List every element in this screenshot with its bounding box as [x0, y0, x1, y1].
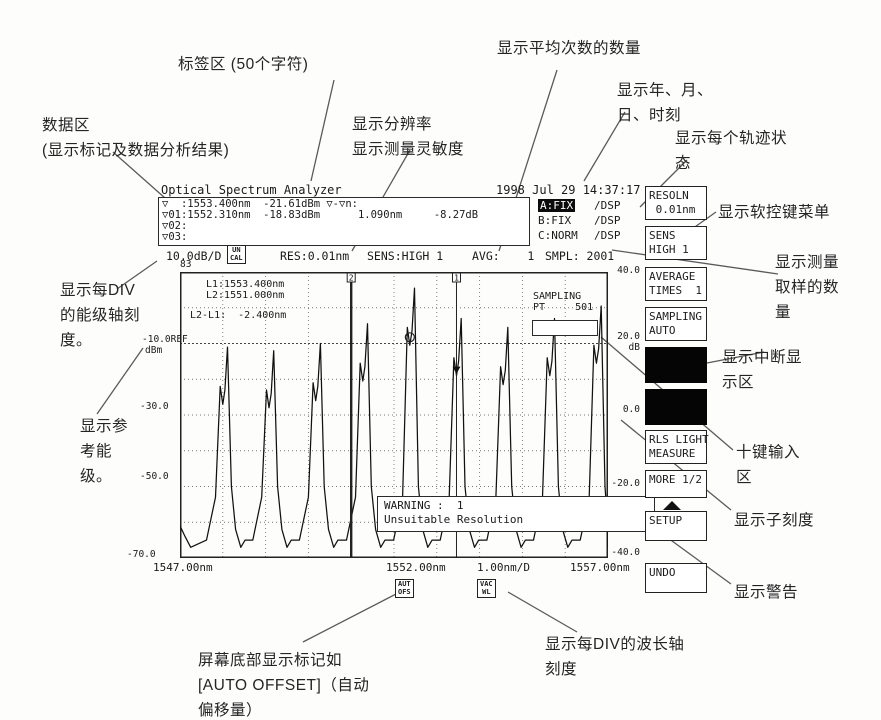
sensitivity-readout: SENS:HIGH 1 [367, 249, 444, 263]
sub-scale-tick: 20.0 [617, 331, 640, 342]
average-readout: AVG: 1 [472, 249, 535, 263]
softkey-up-arrow [663, 501, 681, 510]
marker-row: ▽02: [162, 220, 188, 232]
screen-title: Optical Spectrum Analyzer [161, 183, 342, 197]
svg-text:1: 1 [454, 274, 459, 283]
warning-line: Unsuitable Resolution [384, 513, 524, 526]
line-marker-diff: L2-L1: -2.400nm [190, 310, 287, 321]
callout-interrupt-area: 显示中断显示区 [722, 349, 803, 391]
marker-row: ▽01:1552.310nm -18.83dBm 1.090nm -8.27dB [162, 209, 479, 221]
callout-data-area: 数据区(显示标记及数据分析结果) [42, 117, 230, 159]
softkey-setup[interactable]: SETUP [645, 511, 707, 541]
trace-b-state: B:FIX [538, 214, 572, 227]
marker-row: ▽03: [162, 231, 188, 243]
uncal-badge: UN CAL [227, 245, 246, 264]
callout-wavelength-scale: 显示每DIV的波长轴刻度 [545, 636, 685, 678]
marker-data-area: ▽ :1553.400nm -21.61dBm ▽-▽n: ▽01:1552.3… [158, 197, 530, 246]
line-marker-l2: L2:1551.000nm [206, 290, 285, 301]
callout-sub-scale: 显示子刻度 [734, 512, 815, 529]
callout-date-time: 显示年、月、日、时刻 [617, 82, 714, 124]
softkey-more-1-2[interactable]: MORE 1/2 [645, 470, 707, 498]
x-axis-per-div: 1.00nm/D [477, 561, 530, 574]
screen-datetime: 1998 Jul 29 14:37:17 [496, 183, 641, 197]
ref-level-label: -10.0REF [142, 334, 188, 345]
plot-corner-text: 83 [180, 259, 192, 270]
callout-bottom-marks: 屏幕底部显示标记如[AUTO OFFSET]（自动偏移量） [198, 652, 370, 719]
svg-text:2: 2 [349, 274, 354, 283]
callout-resolution: 显示分辨率显示测量灵敏度 [352, 116, 465, 158]
left-axis-tick: -70.0 [127, 549, 156, 560]
auto-offset-badge: AUT OFS [395, 579, 414, 598]
trace-a-state: A:FIX [538, 199, 576, 212]
callout-tenkey-area: 十键输入区 [736, 444, 801, 486]
trace-b-mode: /DSP [594, 214, 621, 227]
callout-warning-note: 显示警告 [734, 584, 799, 601]
line-marker-l1: L1:1553.400nm [206, 279, 285, 290]
warning-box: WARNING : 1 Unsuitable Resolution [377, 496, 655, 532]
left-axis-tick: -30.0 [140, 401, 169, 412]
softkey-interrupt-2 [645, 389, 707, 425]
level-scale-readout: 10.0dB/D [166, 249, 222, 263]
x-axis-start: 1547.00nm [153, 561, 213, 574]
softkey-interrupt-1 [645, 347, 707, 383]
trace-a-mode: /DSP [594, 199, 621, 212]
sampling-points: PT 501 [533, 302, 594, 313]
vacuum-wl-badge: VAC WL [477, 579, 496, 598]
callout-average-count: 显示平均次数的数量 [497, 40, 642, 57]
left-axis-tick: -50.0 [140, 471, 169, 482]
softkey-resoln[interactable]: RESOLN 0.01nm [645, 186, 707, 220]
level-unit-label: dBm [145, 345, 163, 356]
sampling-readout: SMPL: 2001 [545, 249, 615, 263]
sub-scale-tick: -20.0 [611, 478, 640, 489]
callout-softkey-menu: 显示软控键菜单 [718, 204, 831, 221]
marker-row: ▽ :1553.400nm -21.61dBm ▽-▽n: [162, 198, 358, 210]
sampling-label: SAMPLING [533, 291, 582, 302]
softkey-undo[interactable]: UNDO [645, 563, 707, 593]
trace-c-mode: /DSP [594, 229, 621, 242]
trace-c-state: C:NORM [538, 229, 578, 242]
sub-scale-tick: 0.0 [622, 404, 640, 415]
warning-line: WARNING : 1 [384, 499, 464, 512]
tenkey-input-box[interactable] [532, 320, 598, 336]
x-axis-end: 1557.00nm [570, 561, 630, 574]
callout-trace-status: 显示每个轨迹状态 [675, 130, 788, 172]
callout-sampling-count: 显示测量取样的数量 [775, 254, 840, 321]
sub-scale-unit: dB [628, 342, 640, 353]
sub-scale-tick: 40.0 [617, 265, 640, 276]
sub-scale-tick: -40.0 [611, 547, 640, 558]
resolution-readout: RES:0.01nm [280, 249, 350, 263]
callout-ref-level: 显示参考能级。 [80, 418, 129, 485]
callout-label-area: 标签区 (50个字符) [178, 56, 309, 73]
x-axis-mid: 1552.00nm [386, 561, 446, 574]
